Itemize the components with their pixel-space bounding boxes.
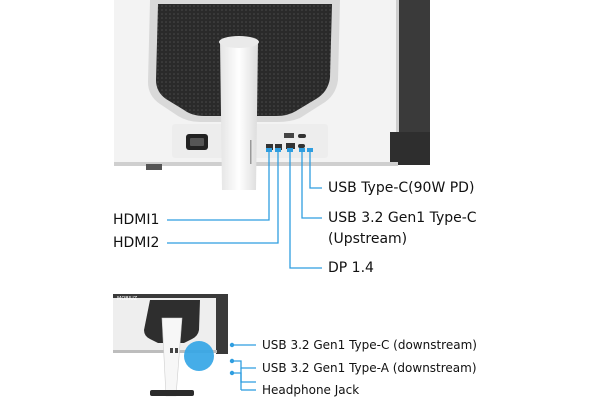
monitor-back-top — [114, 0, 430, 190]
label-usba-downstream: USB 3.2 Gen1 Type-A (downstream) — [262, 361, 477, 375]
leader-usbc-upstream — [301, 150, 322, 219]
hdmi1-port — [266, 144, 273, 150]
usbc-pd-port — [298, 134, 306, 138]
leader-hdmi2 — [167, 150, 279, 244]
leader-dp — [289, 150, 322, 269]
stand-neck — [220, 40, 258, 190]
brand-logo: MOBIUZ — [117, 296, 138, 302]
label-headphone: Headphone Jack — [262, 383, 360, 397]
leader-usbc-pd — [309, 150, 322, 189]
label-hdmi1: HDMI1 — [113, 212, 160, 228]
label-usbc-pd: USB Type-C(90W PD) — [328, 180, 475, 196]
label-usbc-upstream-sub: (Upstream) — [328, 231, 408, 247]
monitor-back-small — [113, 294, 228, 397]
leader-lines-top — [167, 150, 322, 269]
leader-hdmi1 — [167, 150, 270, 221]
dp-port — [286, 143, 295, 149]
label-dp: DP 1.4 — [328, 260, 374, 276]
label-hdmi2: HDMI2 — [113, 235, 160, 251]
small-stand-neck — [161, 317, 183, 397]
leader-lines-bottom — [232, 344, 256, 391]
hdmi2-port — [275, 144, 282, 150]
label-usbc-upstream: USB 3.2 Gen1 Type-C — [328, 210, 477, 226]
ports-highlight-circle — [184, 341, 214, 371]
usbc-upstream-port — [298, 144, 305, 148]
label-usbc-downstream: USB 3.2 Gen1 Type-C (downstream) — [262, 338, 477, 352]
port-group — [266, 133, 306, 150]
